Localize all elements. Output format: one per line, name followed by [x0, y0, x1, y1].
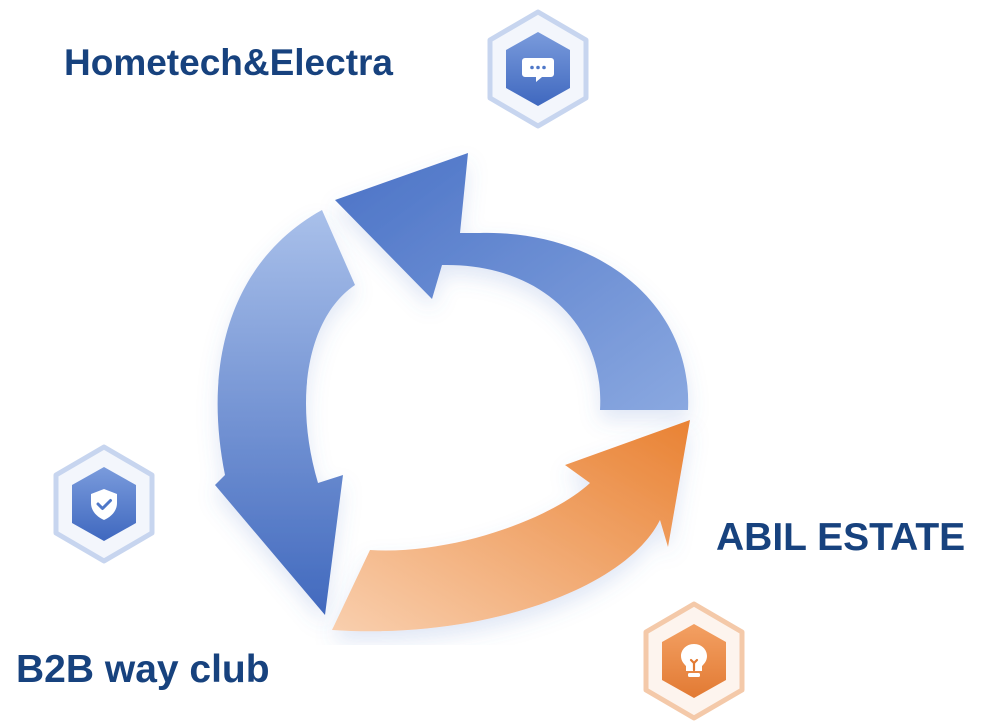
cycle-diagram	[215, 153, 690, 632]
node-label-b2b-way-club: B2B way club	[16, 648, 270, 691]
node-label-hometech-electra: Hometech&Electra	[64, 42, 394, 83]
lightbulb-icon	[643, 601, 745, 721]
chat-bubble-icon	[487, 9, 589, 129]
node-label-abil-estate: ABIL ESTATE	[716, 516, 966, 559]
cycle-arrow-bottom	[332, 420, 690, 632]
cycle-arrow-top	[335, 153, 689, 410]
shield-check-icon	[53, 444, 155, 564]
cycle-arrow-left	[215, 210, 355, 615]
